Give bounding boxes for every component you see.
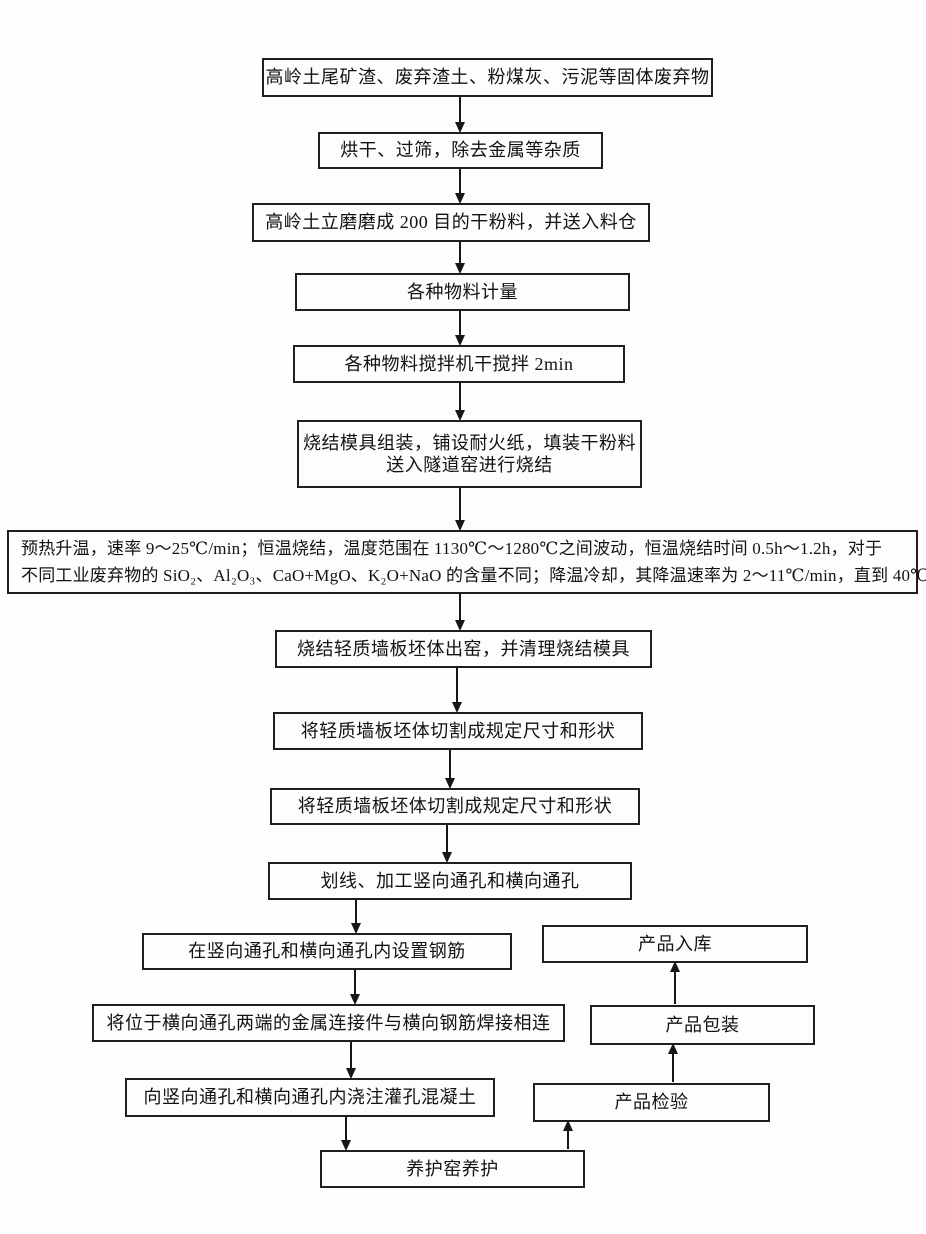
node-sinter-line1: 预热升温，速率 9～25℃/min；恒温烧结，温度范围在 1130℃～1280℃… <box>21 539 883 558</box>
node-mold-line1: 烧结模具组装，铺设耐火纸，填装干粉料 <box>303 432 636 453</box>
arrow-pour-to-curing-icon <box>341 1117 351 1151</box>
arrow-dry-to-grind-icon <box>455 169 465 204</box>
arrow-measure-to-mix-icon <box>455 311 465 346</box>
arrow-weld-to-pour-icon <box>346 1042 356 1079</box>
arrow-sinter-to-outkiln-icon <box>455 594 465 631</box>
node-measure-label: 各种物料计量 <box>407 281 518 302</box>
arrow-raw-to-dry-icon <box>455 97 465 133</box>
node-inspection-label: 产品检验 <box>614 1092 689 1113</box>
node-raw-materials: 高岭土尾矿渣、废弃渣土、粉煤灰、污泥等固体废弃物 <box>262 58 713 97</box>
node-mix-label: 各种物料搅拌机干搅拌 2min <box>344 353 574 374</box>
node-packaging: 产品包装 <box>590 1005 815 1045</box>
arrow-mold-to-sinter-icon <box>455 488 465 531</box>
node-cut-1: 将轻质墙板坯体切割成规定尺寸和形状 <box>273 712 643 750</box>
node-cut-1-label: 将轻质墙板坯体切割成规定尺寸和形状 <box>300 720 616 741</box>
node-weld-connectors: 将位于横向通孔两端的金属连接件与横向钢筋焊接相连 <box>92 1004 565 1042</box>
node-out-kiln: 烧结轻质墙板坯体出窑，并清理烧结模具 <box>275 630 652 668</box>
node-weld-connectors-label: 将位于横向通孔两端的金属连接件与横向钢筋焊接相连 <box>106 1012 551 1033</box>
arrow-curing-to-inspection-icon <box>563 1120 573 1149</box>
node-pour-concrete-label: 向竖向通孔和横向通孔内浇注灌孔混凝土 <box>143 1087 477 1108</box>
node-cut-2-label: 将轻质墙板坯体切割成规定尺寸和形状 <box>297 796 613 817</box>
node-curing-label: 养护窑养护 <box>406 1158 499 1179</box>
arrow-scribe-to-rebar-icon <box>351 900 361 934</box>
node-dry-sieve-label: 烘干、过筛，除去金属等杂质 <box>340 140 581 161</box>
node-mix: 各种物料搅拌机干搅拌 2min <box>293 345 625 383</box>
node-out-kiln-label: 烧结轻质墙板坯体出窑，并清理烧结模具 <box>297 638 630 659</box>
node-raw-materials-label: 高岭土尾矿渣、废弃渣土、粉煤灰、污泥等固体废弃物 <box>265 67 710 88</box>
node-dry-sieve: 烘干、过筛，除去金属等杂质 <box>318 132 603 169</box>
arrow-grind-to-measure-icon <box>455 242 465 274</box>
node-packaging-label: 产品包装 <box>665 1014 740 1035</box>
node-pour-concrete: 向竖向通孔和横向通孔内浇注灌孔混凝土 <box>125 1078 495 1117</box>
node-place-rebar: 在竖向通孔和横向通孔内设置钢筋 <box>142 933 512 970</box>
node-place-rebar-label: 在竖向通孔和横向通孔内设置钢筋 <box>188 941 466 962</box>
node-grind: 高岭土立磨磨成 200 目的干粉料，并送入料仓 <box>252 203 650 242</box>
node-grind-label: 高岭土立磨磨成 200 目的干粉料，并送入料仓 <box>265 212 637 233</box>
arrow-inspection-to-packaging-icon <box>668 1043 678 1082</box>
node-scribe-holes: 划线、加工竖向通孔和横向通孔 <box>268 862 632 900</box>
arrow-outkiln-to-cut1-icon <box>452 668 462 713</box>
node-storage-label: 产品入库 <box>638 933 712 954</box>
arrow-packaging-to-storage-icon <box>670 961 680 1004</box>
node-storage: 产品入库 <box>542 925 808 963</box>
node-mold-line2: 送入隧道窑进行烧结 <box>386 455 553 475</box>
node-cut-2: 将轻质墙板坯体切割成规定尺寸和形状 <box>270 788 640 825</box>
node-sinter: 预热升温，速率 9～25℃/min；恒温烧结，温度范围在 1130℃～1280℃… <box>7 530 926 594</box>
node-sinter-line2: 不同工业废弃物的 SiO₂、Al₂O₃、CaO+MgO、K₂O+NaO 的含量不… <box>21 566 926 585</box>
node-curing: 养护窑养护 <box>320 1150 585 1188</box>
node-inspection: 产品检验 <box>533 1083 770 1122</box>
arrow-cut1-to-cut2-icon <box>445 750 455 789</box>
arrow-cut2-to-scribe-icon <box>442 825 452 863</box>
node-mold: 烧结模具组装，铺设耐火纸，填装干粉料 送入隧道窑进行烧结 <box>297 420 642 488</box>
arrow-mix-to-mold-icon <box>455 383 465 421</box>
node-scribe-holes-label: 划线、加工竖向通孔和横向通孔 <box>320 870 580 891</box>
node-measure: 各种物料计量 <box>295 273 630 311</box>
arrow-rebar-to-weld-icon <box>350 970 360 1005</box>
